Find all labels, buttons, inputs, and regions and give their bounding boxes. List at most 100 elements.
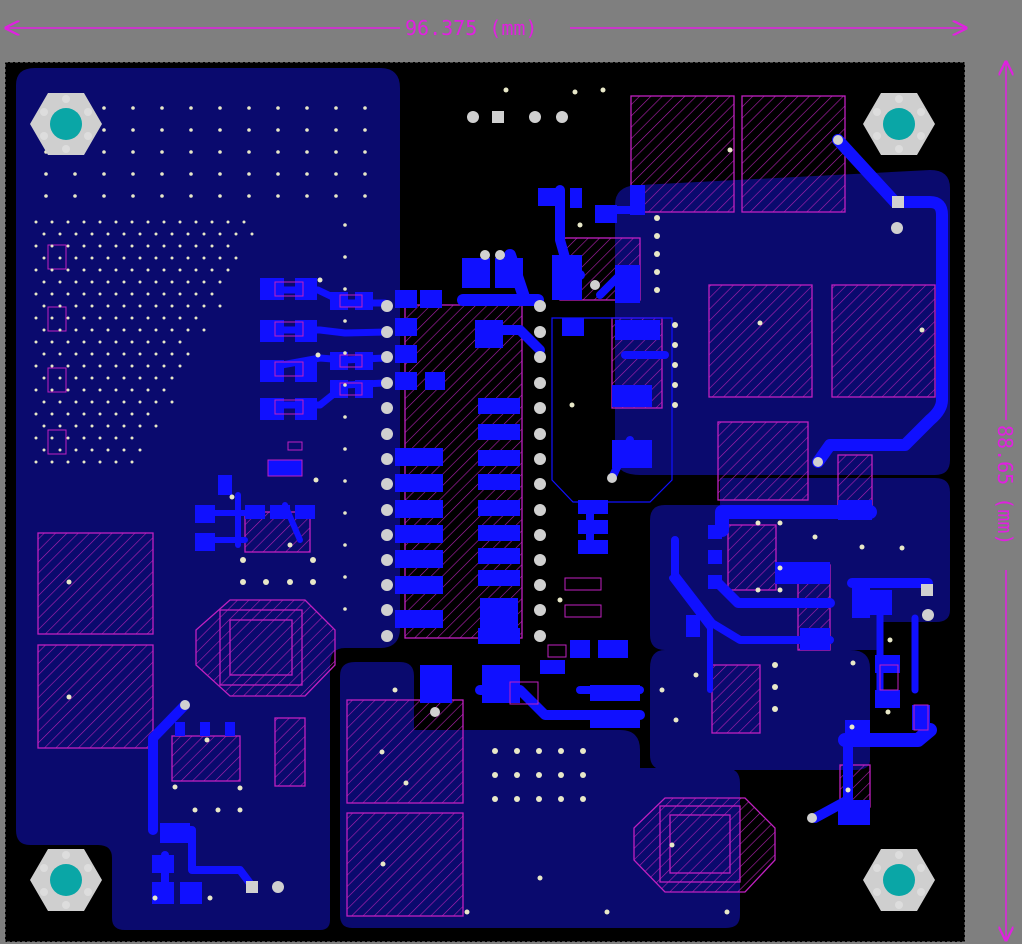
via-icon [66, 388, 70, 392]
via-icon [122, 376, 126, 380]
via-icon [50, 316, 54, 320]
pads [152, 185, 930, 904]
via-icon [162, 220, 166, 224]
via-icon [154, 232, 158, 236]
via-icon [90, 256, 94, 260]
via-icon [234, 232, 238, 236]
via-icon [58, 376, 62, 380]
via-icon [130, 244, 134, 248]
via-icon [654, 287, 660, 293]
via-icon [50, 436, 54, 440]
mounting-hole-icon [30, 849, 102, 911]
via-icon [343, 543, 347, 547]
via-icon [812, 534, 818, 540]
via-icon [131, 150, 135, 154]
via-icon [160, 128, 164, 132]
via-icon [98, 292, 102, 296]
mounting-holes [30, 93, 935, 911]
via-icon [114, 388, 118, 392]
via-icon [122, 448, 126, 452]
via-icon [106, 304, 110, 308]
via-icon [122, 400, 126, 404]
via-icon [160, 172, 164, 176]
via-icon [82, 220, 86, 224]
via-icon [724, 909, 730, 915]
via-icon [42, 424, 46, 428]
via-icon [114, 316, 118, 320]
via-icon [74, 256, 78, 260]
via-icon [90, 376, 94, 380]
via-icon [131, 106, 135, 110]
via-icon [102, 172, 106, 176]
via-icon [138, 448, 142, 452]
via-icon [218, 304, 222, 308]
via-icon [218, 232, 222, 236]
via-icon [363, 128, 367, 132]
via-icon [138, 304, 142, 308]
via-icon [42, 280, 46, 284]
via-icon [34, 364, 38, 368]
via-icon [34, 244, 38, 248]
via-icon [672, 362, 678, 368]
via-icon [82, 268, 86, 272]
via-icon [66, 292, 70, 296]
via-icon [114, 244, 118, 248]
via-icon [58, 256, 62, 260]
via-icon [334, 172, 338, 176]
via-icon [34, 316, 38, 320]
via-icon [343, 383, 347, 387]
via-icon [98, 244, 102, 248]
via-icon [122, 424, 126, 428]
via-icon [242, 220, 246, 224]
via-icon [218, 172, 222, 176]
via-icon [202, 232, 206, 236]
via-icon [90, 448, 94, 452]
via-icon [178, 340, 182, 344]
via-icon [82, 388, 86, 392]
via-icon [178, 364, 182, 368]
via-icon [247, 128, 251, 132]
via-icon [154, 280, 158, 284]
via-icon [669, 842, 675, 848]
via-icon [34, 460, 38, 464]
via-icon [229, 494, 235, 500]
via-icon [130, 412, 134, 416]
via-icon [178, 292, 182, 296]
via-icon [138, 352, 142, 356]
via-icon [276, 172, 280, 176]
via-icon [122, 280, 126, 284]
via-icon [106, 400, 110, 404]
via-icon [146, 292, 150, 296]
via-icon [146, 388, 150, 392]
via-icon [90, 424, 94, 428]
via-icon [82, 436, 86, 440]
via-icon [170, 232, 174, 236]
via-icon [42, 328, 46, 332]
via-icon [106, 448, 110, 452]
via-icon [672, 322, 678, 328]
via-icon [138, 280, 142, 284]
via-icon [186, 232, 190, 236]
via-icon [162, 244, 166, 248]
via-icon [102, 128, 106, 132]
via-icon [210, 292, 214, 296]
via-icon [66, 268, 70, 272]
via-icon [343, 447, 347, 451]
via-icon [672, 342, 678, 348]
via-icon [162, 316, 166, 320]
via-icon [536, 748, 542, 754]
via-icon [218, 150, 222, 154]
via-icon [202, 256, 206, 260]
via-icon [654, 215, 660, 221]
via-icon [558, 748, 564, 754]
via-icon [90, 352, 94, 356]
via-icon [50, 268, 54, 272]
via-icon [114, 364, 118, 368]
via-icon [276, 128, 280, 132]
via-icon [131, 194, 135, 198]
via-icon [859, 544, 865, 550]
via-icon [58, 400, 62, 404]
via-icon [305, 128, 309, 132]
via-icon [276, 106, 280, 110]
via-icon [42, 256, 46, 260]
